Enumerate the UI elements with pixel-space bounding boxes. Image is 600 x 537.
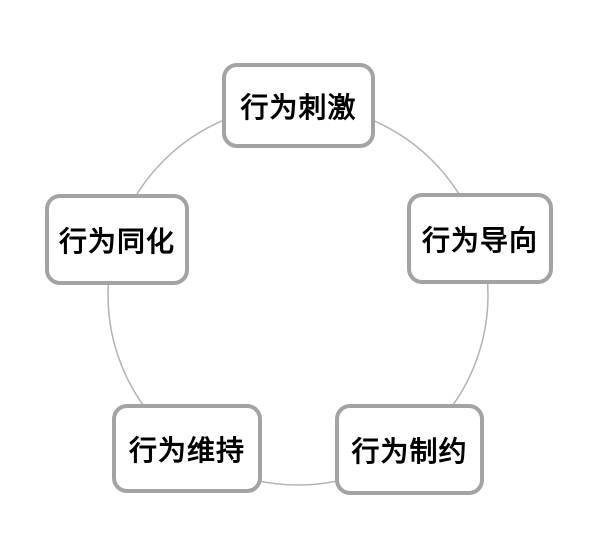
node-behavior-orientation: 行为导向 xyxy=(407,193,553,284)
node-behavior-constraint: 行为制约 xyxy=(335,404,484,495)
node-label: 行为刺激 xyxy=(240,92,357,124)
node-label: 行为维持 xyxy=(128,435,245,467)
node-behavior-assimilation: 行为同化 xyxy=(45,194,189,285)
node-behavior-maintenance: 行为维持 xyxy=(112,404,262,493)
node-label: 行为制约 xyxy=(351,436,468,468)
node-behavior-stimulus: 行为刺激 xyxy=(222,63,375,148)
node-label: 行为导向 xyxy=(421,225,538,257)
node-label: 行为同化 xyxy=(58,226,175,258)
